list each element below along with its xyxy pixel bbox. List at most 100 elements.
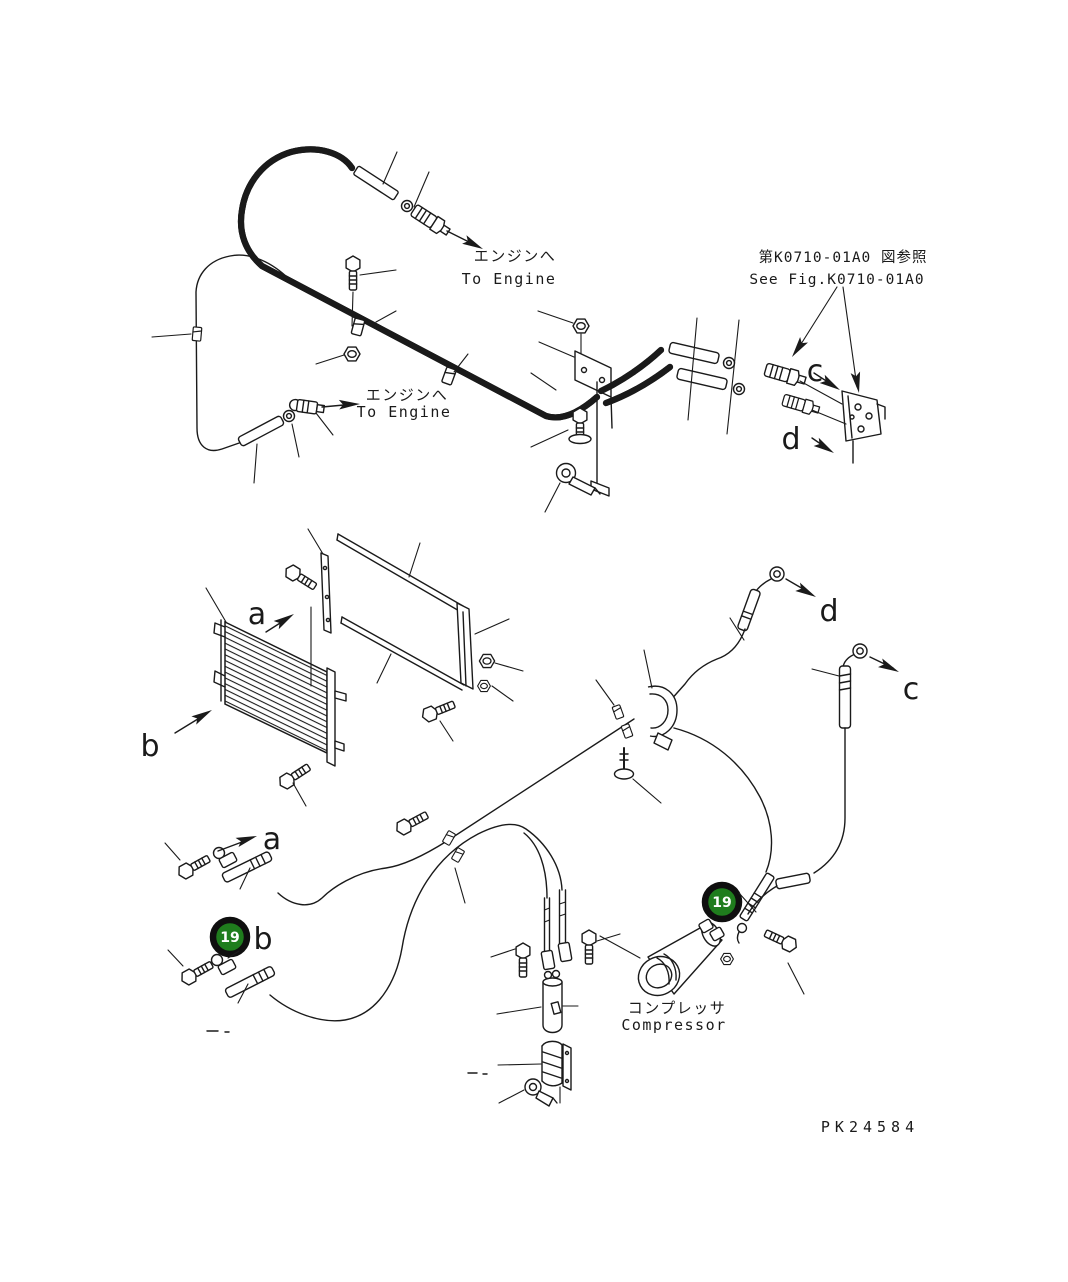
compressor-port [709, 926, 725, 942]
right-fitting-cluster: 第K0710-01A0 図参照 See Fig.K0710-01A0 c d [597, 248, 927, 464]
washer-icon [282, 409, 296, 423]
view-letter-a: a [248, 597, 266, 632]
hose-c [813, 727, 846, 874]
compressor-group: 19 コンプレッサ Compressor [599, 881, 805, 1034]
bolt-icon [345, 255, 361, 291]
connector-c-icon [762, 361, 808, 389]
view-a-arrow-icon [273, 609, 297, 630]
view-letter-c: c [807, 354, 824, 389]
tube-segment [775, 872, 811, 890]
threaded-fitting-icon [408, 202, 453, 240]
pipe-clamp-icon [440, 366, 458, 386]
hose-clamp-icon [441, 829, 457, 847]
o-ring-icon [722, 356, 736, 370]
leader-lines [454, 617, 840, 904]
top-tube [353, 165, 399, 201]
lower-left-hoses-group: a 19 b [164, 822, 573, 1033]
view-letter-d: d [781, 422, 800, 457]
bolt-icon [177, 957, 216, 988]
ref-note-en: See Fig.K0710-01A0 [749, 272, 924, 288]
connector-d-icon [780, 392, 822, 418]
condenser-group: a b [140, 528, 524, 807]
view-letter-b2: b [253, 922, 272, 957]
view-d-arrow-icon [795, 582, 819, 602]
leader-lines [687, 317, 847, 435]
upper-frame-rail [336, 533, 474, 690]
compressor-label-en: Compressor [621, 1016, 726, 1034]
center-bracket-group [530, 310, 613, 513]
elbow-fitting [288, 398, 326, 415]
hose-to-compressor [673, 727, 773, 873]
compressor-port [698, 918, 714, 934]
view-letter-b: b [140, 729, 159, 764]
ref-arrow-icon [788, 337, 808, 360]
leader-lines [530, 310, 575, 513]
clamp-half-icon [620, 723, 634, 739]
leader-lines [164, 842, 251, 1004]
clamp-bolt-icon [613, 747, 635, 780]
nut-icon [720, 952, 734, 966]
view-b-arrow-icon [191, 705, 215, 725]
hose-eye-fitting-icon [852, 643, 868, 659]
pipe-clamp-icon [350, 317, 366, 337]
bolt-icon [419, 697, 458, 725]
callout-badge-left: 19 [209, 916, 251, 959]
bracket-bolt-icon [524, 1078, 558, 1107]
hose-clamp-icon [191, 326, 203, 342]
vertical-tube-c [838, 665, 852, 729]
view-letter-d2: d [819, 594, 838, 629]
receiver-dryer-body [542, 969, 563, 1034]
leader-lines [599, 935, 805, 995]
to-engine-label-en-1: To Engine [462, 270, 557, 288]
hose-d [668, 628, 746, 703]
hose-end-tube-b [224, 966, 276, 998]
badge-number: 19 [712, 895, 731, 911]
nut-icon [478, 653, 496, 669]
leader-lines [151, 151, 469, 484]
engine-hose-2 [195, 254, 291, 452]
port-elbow-icon [736, 922, 748, 944]
clamp-half-icon [611, 704, 625, 720]
receiver-bracket [541, 1040, 572, 1091]
hose-routing-group: d c [212, 566, 920, 922]
hose-end-fitting [557, 941, 573, 963]
bolt-icon [515, 942, 531, 978]
badge-number: 19 [220, 930, 239, 946]
bolt-icon [392, 808, 431, 838]
view-letter-a2: a [263, 822, 281, 857]
receiver-dryer-group [467, 929, 621, 1107]
drawing-code: PK24584 [821, 1118, 919, 1136]
star-bolt-icon [555, 462, 601, 496]
bolt-icon [174, 851, 213, 882]
nut-icon [572, 318, 590, 334]
to-engine-label-jp-1: エンジンへ [474, 247, 557, 265]
bolt-icon [761, 926, 800, 955]
to-engine-label-en-2: To Engine [357, 403, 452, 421]
bolt-icon [281, 562, 320, 594]
ref-note-jp: 第K0710-01A0 図参照 [758, 248, 927, 266]
band-clamp-icon [647, 685, 678, 751]
compressor-label-jp: コンプレッサ [628, 999, 727, 1017]
hose-end-fitting [540, 949, 556, 971]
ref-arrow-icon [850, 371, 864, 394]
vertical-hose-pair [543, 889, 567, 952]
tube-segment [676, 367, 728, 391]
view-a-arrow-icon [235, 831, 259, 848]
hose-eye-fitting-icon [769, 566, 785, 582]
hose-b [269, 823, 563, 1022]
hose-end-tube-a [221, 851, 273, 883]
o-ring-icon [732, 382, 746, 396]
nut-icon [343, 346, 361, 362]
banjo-fitting-icon [212, 846, 238, 869]
lower-frame-rail [340, 616, 465, 691]
washer-icon [400, 199, 414, 213]
view-letter-c2: c [903, 672, 920, 707]
condenser-core [224, 620, 328, 755]
hose-end-tube [237, 415, 285, 447]
hose-tube [737, 588, 761, 632]
nut-icon [477, 679, 491, 693]
to-engine-label-jp-2: エンジンへ [366, 386, 449, 404]
view-c-arrow-icon [878, 658, 902, 677]
